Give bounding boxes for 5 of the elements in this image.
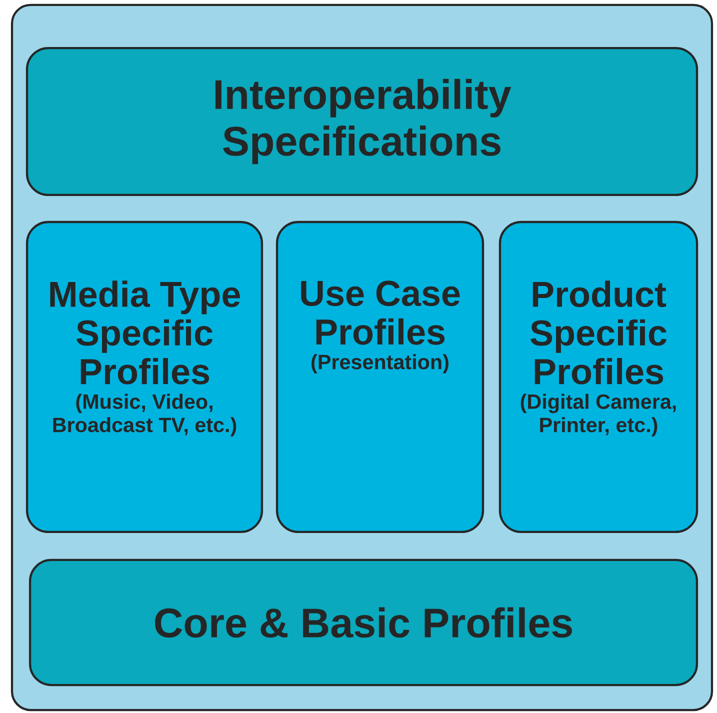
layer-box: Interoperability Specifications [26, 46, 698, 196]
profile-box: Use Case Profiles (Presentation) [276, 220, 484, 534]
layer-box: Core & Basic Profiles [28, 558, 698, 686]
profile-box: Media Type Specific Profiles (Music, Video, Broadcast TV, etc.) [26, 220, 264, 534]
profile-box: Product Specific Profiles (Digital Camera, Printer, etc.) [498, 220, 698, 534]
